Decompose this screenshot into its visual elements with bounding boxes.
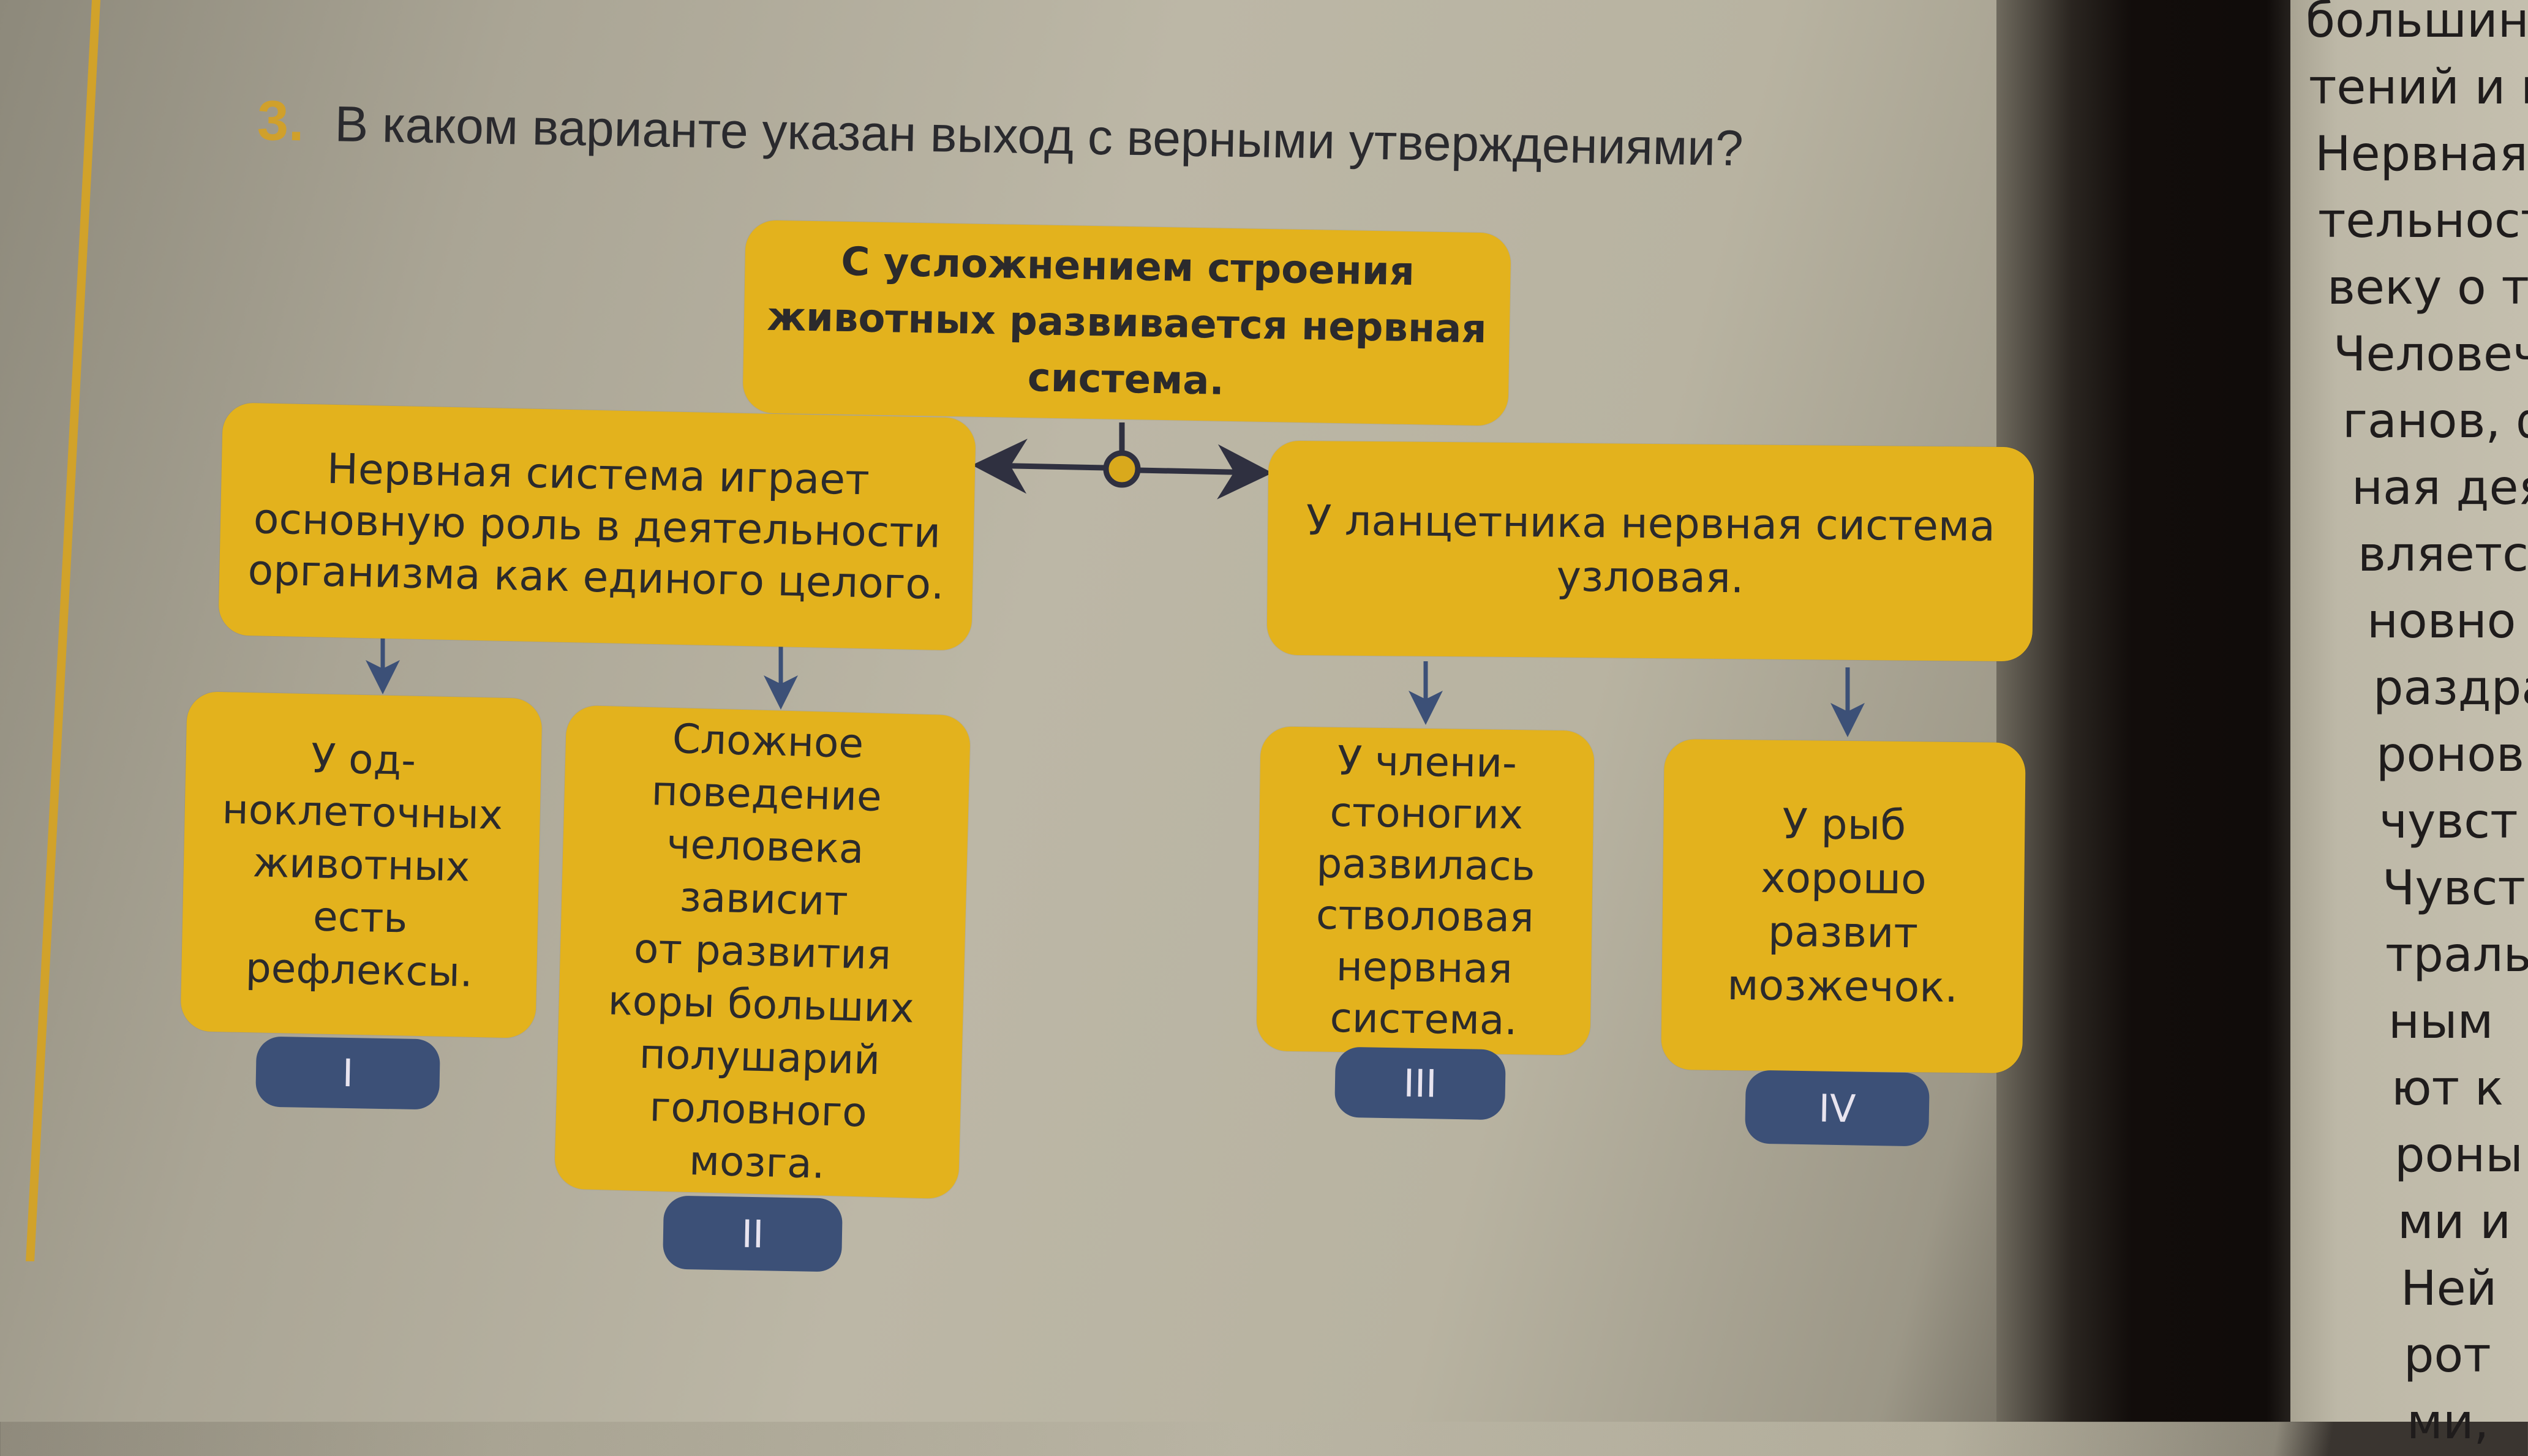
right-page-line: ми, [2407, 1395, 2489, 1450]
right-page-line: Ней [2401, 1261, 2497, 1316]
output-text-4: У рыб хорошо развит мозжечок. [1726, 800, 1958, 1012]
right-page-line: траль [2385, 928, 2528, 983]
right-page-line: тельност [2318, 193, 2528, 249]
right-page-line: Нервная [2315, 127, 2528, 182]
right-page-line: большинс [2306, 0, 2528, 48]
output-badge-3: III [1334, 1046, 1506, 1120]
output-text-1: У од- ноклеточных животных есть рефлексы… [221, 734, 503, 996]
right-page-line: чувст [2379, 794, 2518, 849]
right-page-line: Человеч [2333, 327, 2528, 382]
right-page-line: ная дея [2352, 460, 2528, 516]
output-box-3: У члени- стоногих развилась стволовая не… [1256, 726, 1595, 1056]
right-branch-box: У ланцетника нервная система узловая. [1266, 440, 2034, 662]
right-page-line: ганов, ф [2342, 394, 2528, 449]
right-page-line: вляетс [2358, 527, 2528, 582]
output-text-2: Сложное поведение человека зависит от ра… [607, 715, 915, 1188]
right-page-line: Чувст [2382, 861, 2526, 916]
book-gutter [1996, 0, 2297, 1422]
output-badge-1: I [255, 1036, 440, 1110]
output-badge-2: II [662, 1195, 843, 1272]
output-box-4: У рыб хорошо развит мозжечок. [1661, 738, 2026, 1074]
right-page-line: рот [2404, 1328, 2491, 1383]
output-badge-4: IV [1744, 1070, 1930, 1147]
left-branch-box: Нервная система играет основную роль в д… [218, 402, 976, 651]
right-page-line: ют к [2391, 1061, 2504, 1116]
left-branch-text: Нервная система играет основную роль в д… [247, 445, 945, 609]
right-page-line: веку о т [2327, 260, 2528, 315]
right-page-line: ным [2388, 994, 2494, 1049]
root-statement-box: С усложнением строения животных развивае… [742, 220, 1511, 426]
right-page-line: ронов [2376, 727, 2524, 782]
output-box-1: У од- ноклеточных животных есть рефлексы… [180, 691, 543, 1039]
root-statement-text: С усложнением строения животных развивае… [766, 239, 1488, 404]
right-page [2290, 0, 2528, 1422]
right-page-line: тений и г [2309, 60, 2528, 115]
right-page-line: ми и [2398, 1195, 2511, 1250]
question-number: 3. [257, 89, 305, 153]
right-branch-text: У ланцетника нервная система узловая. [1306, 497, 1996, 603]
output-text-3: У члени- стоногих развилась стволовая не… [1315, 737, 1536, 1045]
right-page-line: роны [2394, 1128, 2523, 1183]
output-box-2: Сложное поведение человека зависит от ра… [554, 705, 971, 1199]
right-page-line: новно [2367, 594, 2516, 649]
right-page-text: большинс тений и г Нервная тельност веку… [2306, 0, 2528, 1456]
right-page-line: раздра [2373, 661, 2528, 716]
